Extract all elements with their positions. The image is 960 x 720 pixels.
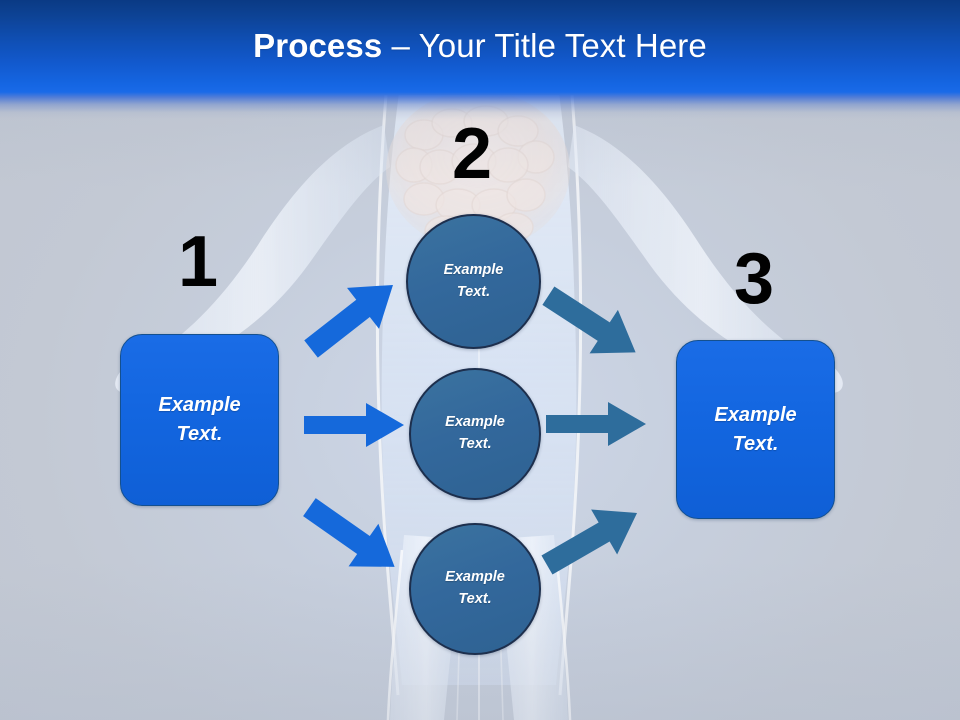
process-circle-bottom-line2: Text. xyxy=(458,591,492,607)
arrow-right-down-icon xyxy=(542,286,636,354)
process-circle-bottom-line1: Example xyxy=(445,569,505,586)
process-circle-middle-line1: Example xyxy=(445,414,505,431)
step-number-1: 1 xyxy=(177,222,219,302)
process-box-left[interactable]: Example Text. xyxy=(120,334,279,506)
process-circle-bottom[interactable]: Example Text. xyxy=(409,523,541,655)
arrow-left-up-icon xyxy=(304,284,393,358)
page-title-bold: Process xyxy=(253,27,383,64)
step-number-2: 2 xyxy=(451,114,493,194)
process-circle-middle-line2: Text. xyxy=(458,436,492,452)
process-circle-middle[interactable]: Example Text. xyxy=(409,368,541,500)
arrow-left-down-icon xyxy=(303,498,395,567)
process-circle-top-line1: Example xyxy=(443,261,504,278)
step-number-3: 3 xyxy=(733,239,775,319)
process-box-right-line2: Text. xyxy=(732,432,779,455)
arrow-left-middle-icon xyxy=(304,403,404,447)
page-title: Process – Your Title Text Here xyxy=(0,0,960,92)
arrow-right-middle-icon xyxy=(546,402,646,446)
process-circle-top-line2: Text. xyxy=(456,283,491,300)
page-title-rest: – Your Title Text Here xyxy=(382,27,707,64)
process-box-right[interactable]: Example Text. xyxy=(676,340,835,519)
title-band-fade xyxy=(0,92,960,122)
title-band xyxy=(0,0,960,92)
process-circle-top[interactable]: Example Text. xyxy=(406,214,541,349)
process-box-left-line2: Text. xyxy=(176,423,223,445)
process-box-right-line1: Example xyxy=(714,403,797,426)
process-box-left-line1: Example xyxy=(158,394,241,416)
arrow-right-up-icon xyxy=(541,509,638,575)
